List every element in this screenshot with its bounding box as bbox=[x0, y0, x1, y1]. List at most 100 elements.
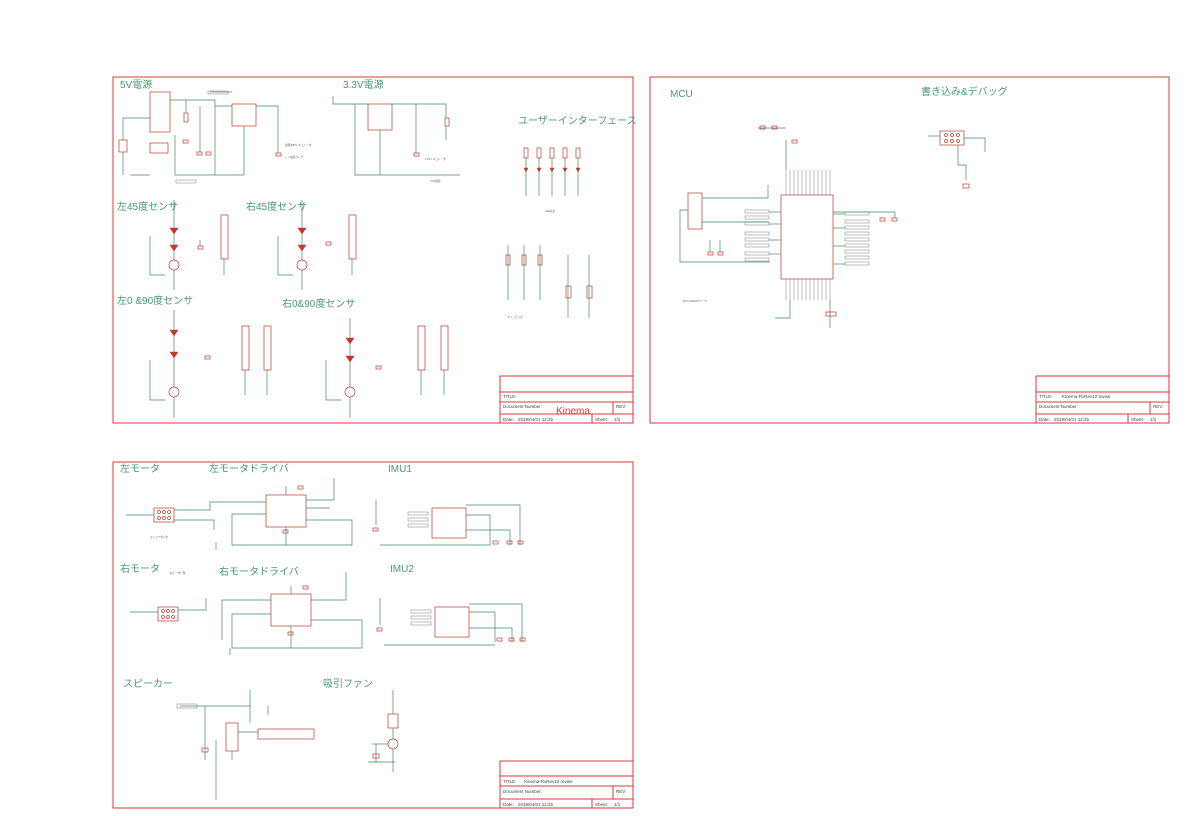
heading-right-45-sensor: 右45度センサ bbox=[246, 200, 307, 213]
debug-connector bbox=[939, 130, 965, 146]
fan-mosfet bbox=[387, 738, 399, 750]
suction-fan bbox=[368, 690, 399, 772]
sheet-value: 1/1 bbox=[1150, 417, 1157, 422]
imu2-ic bbox=[434, 606, 470, 638]
imu-1 bbox=[372, 500, 524, 546]
heading-imu1: IMU1 bbox=[388, 464, 412, 475]
left-driver-ic bbox=[265, 494, 307, 528]
svg-text:3V=LCD/RTC/ソーク: 3V=LCD/RTC/ソーク bbox=[683, 299, 708, 303]
sheet-label: Sheet: bbox=[595, 417, 608, 422]
ui-switches: スイッチ入力 bbox=[505, 245, 593, 319]
heading-left-0-90-sensor: 左0 &90度センサ bbox=[117, 294, 193, 307]
title-value: Kinema-RxRev12 revise bbox=[1062, 394, 1111, 399]
sheet-label: Sheet: bbox=[1131, 417, 1144, 422]
sheet-value: 1/1 bbox=[614, 802, 621, 807]
document-number-label: Document Number: bbox=[503, 404, 542, 409]
date-label: Date: bbox=[1039, 417, 1050, 422]
ldo-33v bbox=[367, 103, 393, 131]
mcu-left-connector: 3V=LCD/RTC/ソーク bbox=[679, 185, 770, 303]
capacitor bbox=[183, 112, 189, 123]
speaker-amp-ic bbox=[225, 722, 239, 752]
debug-header bbox=[928, 130, 986, 189]
sheet-2-mcu: MCU 書き込み&デバッグ bbox=[649, 76, 1170, 424]
heading-left-motor: 左モータ bbox=[120, 462, 160, 475]
capacitor bbox=[205, 151, 212, 156]
capacitor bbox=[413, 152, 420, 157]
heading-5v-power: 5V電源 bbox=[120, 78, 152, 91]
power-33v-circuit: 3.3Vレギュレータ 3.3V電源 bbox=[332, 96, 460, 183]
mcu-ic bbox=[780, 194, 834, 280]
date-label: Date: bbox=[503, 417, 514, 422]
regulator-5v bbox=[149, 91, 171, 133]
sensor-left-0-90 bbox=[149, 310, 272, 418]
heading-right-motor: 右モータ bbox=[120, 562, 160, 575]
sheet-value: 1/1 bbox=[614, 417, 621, 422]
right-motor-connector: 右モータ一覧 bbox=[130, 571, 207, 622]
sheet-1-power-and-sensors: 5V電源 3.3V電源 ユーザーインターフェース 左45度センサ 右45度センサ… bbox=[112, 76, 637, 424]
document-number-label: Document Number: bbox=[503, 789, 542, 794]
svg-text:レイ電源ランプ: レイ電源ランプ bbox=[285, 155, 303, 159]
sheet-2-frame bbox=[649, 76, 1170, 424]
led bbox=[444, 117, 450, 127]
sheet-label: Sheet: bbox=[595, 802, 608, 807]
capacitor bbox=[275, 152, 282, 157]
sensor-right-0-90 bbox=[325, 318, 449, 418]
title-block-2: TITLE: Kinema-RxRev12 revise Document Nu… bbox=[1035, 375, 1170, 424]
imu-2 bbox=[376, 598, 526, 646]
brand-kinema: Kinema bbox=[556, 406, 590, 417]
sensor-left-45 bbox=[149, 200, 229, 290]
mcu-package bbox=[744, 125, 898, 328]
title-label: TITLE: bbox=[503, 394, 517, 399]
svg-text:3.3V電源: 3.3V電源 bbox=[430, 179, 441, 183]
rev-label: REV: bbox=[616, 404, 626, 409]
sheet-3-motors-imu: 左モータ 左モータドライバ IMU1 右モータ 右モータドライバ IMU2 スピ… bbox=[112, 461, 634, 809]
heading-right-motor-driver: 右モータドライバ bbox=[219, 565, 299, 578]
left-motor-connector: エンコーダ入力 bbox=[126, 501, 266, 539]
battery-connector bbox=[118, 139, 128, 153]
ui-led-array: LED表示 bbox=[523, 147, 581, 213]
heading-33v-power: 3.3V電源 bbox=[343, 78, 384, 91]
heading-left-45-sensor: 左45度センサ bbox=[117, 200, 178, 213]
heading-mcu: MCU bbox=[670, 89, 693, 100]
svg-text:3.3Vレギュレータ: 3.3Vレギュレータ bbox=[425, 157, 446, 161]
svg-text:スイッチ入力: スイッチ入力 bbox=[507, 315, 523, 319]
heading-debug: 書き込み&デバッグ bbox=[921, 85, 1008, 98]
document-number-label: Document Number: bbox=[1039, 404, 1078, 409]
ldo-5v bbox=[231, 103, 257, 127]
speaker-connector bbox=[257, 728, 315, 740]
title-value: Kinema-RxRev12 revise bbox=[524, 779, 573, 784]
heading-speaker: スピーカー bbox=[123, 678, 173, 690]
title-block-3: TITLE: Kinema-RxRev12 revise Document Nu… bbox=[499, 760, 634, 809]
svg-text:右モータ一覧: 右モータ一覧 bbox=[170, 571, 186, 575]
left-motor-driver bbox=[215, 478, 353, 550]
right-driver-ic bbox=[270, 593, 312, 627]
imu1-ic bbox=[431, 507, 467, 539]
date-value: 2019/04/01 12:25 bbox=[518, 802, 554, 807]
fan-connector bbox=[387, 713, 399, 729]
svg-text:電源用5Vレギュレータ: 電源用5Vレギュレータ bbox=[285, 143, 312, 147]
right-motor-driver bbox=[221, 572, 363, 655]
title-block-1: TITLE: Document Number: REV: Kinema Date… bbox=[499, 375, 634, 424]
sensor-right-45 bbox=[277, 200, 357, 290]
power-5v-circuit: 電源用5Vレギュレータ レイ電源ランプ bbox=[118, 90, 312, 184]
speaker-amp bbox=[176, 690, 315, 800]
heading-left-motor-driver: 左モータドライバ bbox=[209, 462, 289, 475]
sheet-1-frame bbox=[112, 76, 634, 424]
title-label: TITLE: bbox=[503, 779, 517, 784]
sheet-3-frame bbox=[112, 461, 634, 809]
heading-fan: 吸引ファン bbox=[323, 678, 373, 690]
date-value: 2019/04/01 12:25 bbox=[518, 417, 554, 422]
rev-label: REV: bbox=[1153, 404, 1163, 409]
heading-right-0-90-sensor: 右0&90度センサ bbox=[282, 297, 355, 310]
heading-user-interface: ユーザーインターフェース bbox=[518, 115, 637, 127]
capacitor bbox=[182, 139, 189, 144]
switch-5v bbox=[149, 142, 169, 154]
svg-text:エンコーダ入力: エンコーダ入力 bbox=[150, 535, 169, 539]
title-label: TITLE: bbox=[1039, 394, 1053, 399]
heading-imu2: IMU2 bbox=[390, 564, 414, 575]
date-value: 2019/04/01 12:25 bbox=[1054, 417, 1090, 422]
rev-label: REV: bbox=[616, 789, 626, 794]
capacitor bbox=[196, 151, 203, 156]
date-label: Date: bbox=[503, 802, 514, 807]
